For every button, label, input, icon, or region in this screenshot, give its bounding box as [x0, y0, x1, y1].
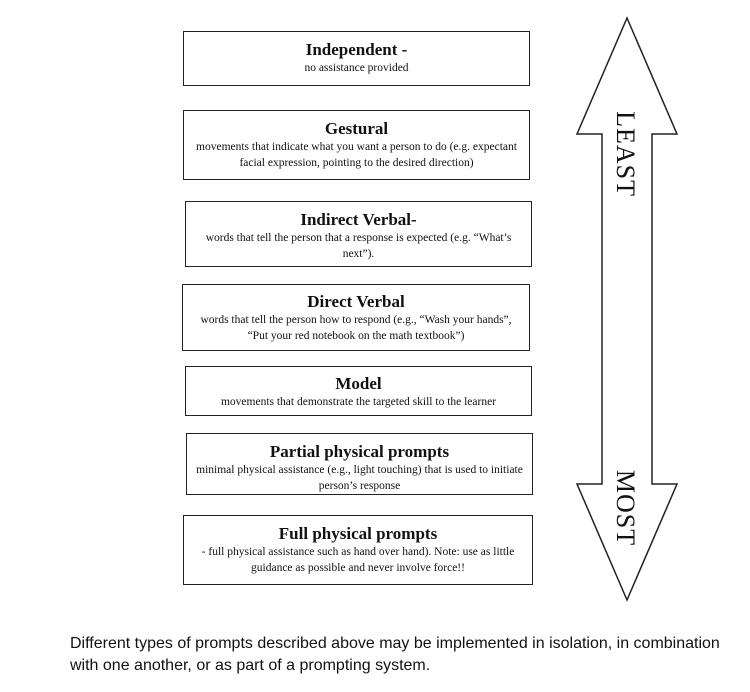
prompt-description: - full physical assistance such as hand … — [201, 546, 515, 574]
prompt-title: Full physical prompts — [278, 524, 438, 543]
prompt-box-partial-physical: Partial physical prompts minimal physica… — [186, 433, 533, 495]
prompt-description: movements that demonstrate the targeted … — [220, 396, 497, 408]
caption-text: Different types of prompts described abo… — [70, 635, 720, 674]
prompt-title: Independent - — [305, 40, 408, 59]
prompt-title: Direct Verbal — [307, 292, 405, 311]
prompt-title: Model — [335, 374, 382, 393]
prompt-box-direct-verbal: Direct Verbal words that tell the person… — [182, 284, 530, 351]
prompt-description: movements that indicate what you want a … — [196, 141, 517, 169]
prompt-title: Partial physical prompts — [269, 442, 450, 461]
double-arrow: LEAST MOST — [575, 16, 679, 602]
prompt-box-model: Model movements that demonstrate the tar… — [185, 366, 532, 416]
prompt-description: words that tell the person how to respon… — [200, 314, 512, 342]
prompt-box-gestural: Gestural movements that indicate what yo… — [183, 110, 530, 180]
most-label: MOST — [611, 470, 640, 546]
least-label: LEAST — [611, 111, 640, 197]
prompt-box-full-physical: Full physical prompts - full physical as… — [183, 515, 533, 585]
prompt-box-indirect-verbal: Indirect Verbal- words that tell the per… — [185, 201, 532, 267]
prompt-description: minimal physical assistance (e.g., light… — [196, 464, 523, 492]
prompt-description: words that tell the person that a respon… — [205, 232, 512, 260]
prompt-title: Gestural — [324, 119, 389, 138]
prompt-box-independent: Independent - no assistance provided — [183, 31, 530, 86]
prompt-description: no assistance provided — [304, 62, 409, 74]
prompt-title: Indirect Verbal- — [300, 210, 417, 229]
double-arrow-shape — [575, 16, 679, 602]
